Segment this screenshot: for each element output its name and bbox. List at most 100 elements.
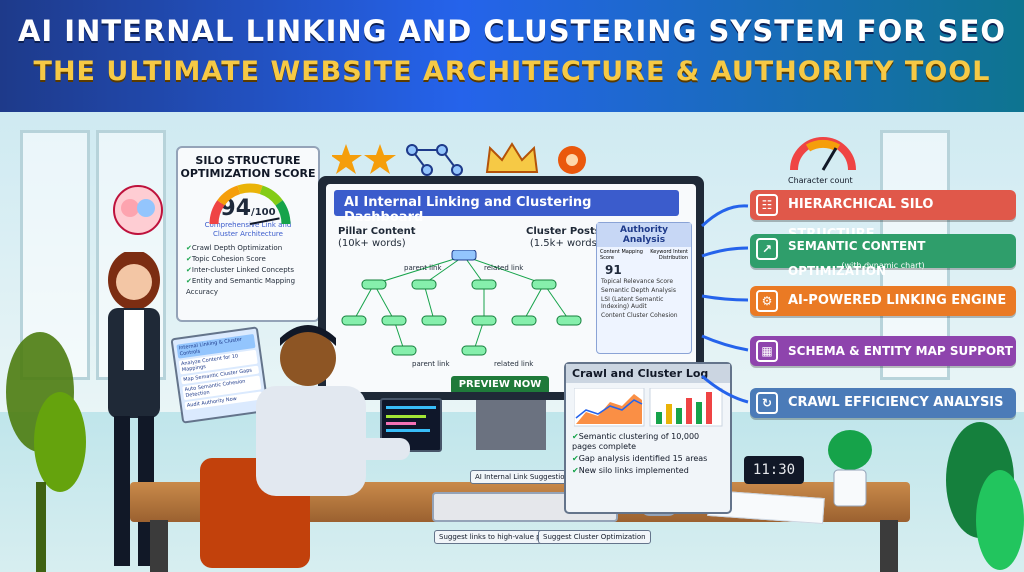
decorative-icon-row [332, 142, 586, 176]
bar [686, 398, 692, 424]
main-subtitle: THE ULTIMATE WEBSITE ARCHITECTURE & AUTH… [33, 56, 991, 87]
bar [696, 402, 702, 424]
crawl-icon: ↻ [756, 392, 778, 414]
feature-pill-schema[interactable]: ▦ SCHEMA & ENTITY MAP SUPPORT [750, 336, 1016, 366]
suggest-links-button[interactable]: Suggest links to high-value pages [434, 530, 563, 544]
man-figure [200, 325, 410, 568]
title-banner: AI INTERNAL LINKING AND CLUSTERING SYSTE… [0, 0, 1024, 112]
log-charts [574, 388, 723, 427]
pillar-label: Pillar Content (10k+ words) [338, 226, 416, 249]
area-chart [576, 394, 642, 424]
score-list-item: Topic Cohesion Score [186, 254, 318, 265]
suggest-cluster-button[interactable]: Suggest Cluster Optimization [538, 530, 651, 544]
score-list: Crawl Depth Optimization Topic Cohesion … [178, 243, 318, 298]
graph-node [411, 279, 437, 290]
main-title: AI INTERNAL LINKING AND CLUSTERING SYSTE… [17, 14, 1007, 48]
hierarchy-icon: ☷ [756, 194, 778, 216]
bar [706, 392, 712, 424]
graph-node [556, 315, 582, 326]
graph-node [471, 279, 497, 290]
feature-pill-semantic[interactable]: ↗ SEMANTIC CONTENT OPTIMIZATION (with dy… [750, 234, 1016, 278]
speed-gauge-icon [790, 137, 856, 171]
gauge-needle [249, 217, 280, 225]
gauge-label: Character count [788, 176, 853, 185]
engine-icon: ⚙ [756, 290, 778, 312]
authority-row: Content Cluster Cohesion [601, 312, 678, 319]
related-link-label: related link [494, 360, 534, 368]
authority-score: 91 [605, 263, 622, 277]
link-graph: parent link related link parent link rel… [341, 250, 582, 368]
graph-node [381, 315, 407, 326]
dashboard-screen: AI Internal Linking and Clustering Dashb… [326, 184, 696, 392]
graph-node [531, 279, 557, 290]
desk-clock: 11:30 [744, 456, 804, 484]
gauge-segment [217, 185, 241, 206]
star-icon [364, 144, 396, 174]
score-list-item: Inter-cluster Linked Concepts [186, 265, 318, 276]
plant-icon [946, 422, 1024, 570]
score-gauge [209, 183, 291, 225]
score-sub-1: Comprehensive Link and [204, 221, 292, 229]
authority-panel: Authority Analysis Content Mapping Score… [596, 222, 692, 354]
authority-row: Topical Relevance Score [601, 278, 674, 285]
woman-figure [108, 252, 160, 566]
graph-node [451, 250, 477, 261]
crown-icon [485, 142, 539, 173]
chart-line-icon: ↗ [756, 238, 778, 260]
parent-link-label: parent link [412, 360, 450, 368]
log-item: New silo links implemented [572, 466, 724, 476]
authority-row: LSI (Latent Semantic Indexing) Audit [601, 296, 664, 310]
gear-icon [558, 146, 586, 174]
feature-pill-silo[interactable]: ☷ HIERARCHICAL SILO STRUCTURE [750, 190, 1016, 242]
brain-icon [113, 185, 163, 235]
authority-title: Authority Analysis [597, 223, 691, 247]
graph-node [361, 279, 387, 290]
monitor-stand [476, 400, 546, 450]
log-item: Semantic clustering of 10,000 pages comp… [572, 432, 724, 452]
crawl-log-panel: Crawl and Cluster Log Semantic clusterin… [564, 362, 732, 514]
log-title: Crawl and Cluster Log [566, 364, 730, 383]
connector-arrows [700, 204, 749, 404]
parent-link-label: parent link [404, 264, 442, 272]
authority-metric: Keyword Intent Distribution [650, 249, 688, 261]
feature-pill-crawl[interactable]: ↻ CRAWL EFFICIENCY ANALYSIS [750, 388, 1016, 418]
dashboard-title: AI Internal Linking and Clustering Dashb… [334, 190, 679, 225]
authority-metric: Content Mapping Score [600, 249, 643, 261]
log-item: Gap analysis identified 15 areas [572, 454, 724, 464]
silo-score-card: SILO STRUCTURE OPTIMIZATION SCORE 94/100… [176, 146, 320, 322]
score-heading-2: OPTIMIZATION SCORE [180, 167, 316, 180]
score-list-item: Crawl Depth Optimization [186, 243, 318, 254]
graph-node [471, 315, 497, 326]
score-heading-1: SILO STRUCTURE [195, 154, 301, 167]
related-link-label: related link [484, 264, 524, 272]
feature-sub: (with dynamic chart) [841, 261, 925, 270]
authority-row: Semantic Depth Analysis [601, 287, 676, 294]
score-list-item: Entity and Semantic Mapping Accuracy [186, 276, 318, 298]
graph-node [511, 315, 537, 326]
desk-leg [150, 520, 168, 572]
plant-icon [6, 332, 86, 572]
graph-node [461, 345, 487, 356]
score-sub-2: Cluster Architecture [213, 230, 283, 238]
graph-node [421, 315, 447, 326]
log-list: Semantic clustering of 10,000 pages comp… [566, 428, 730, 482]
gauge-segment [209, 200, 225, 225]
feature-pill-linking[interactable]: ⚙ AI-POWERED LINKING ENGINE [750, 286, 1016, 316]
graph-node [391, 345, 417, 356]
schema-icon: ▦ [756, 340, 778, 362]
desk-leg [880, 520, 898, 572]
graph-node [341, 315, 367, 326]
gauge-segment [259, 185, 283, 206]
plant-icon [828, 430, 872, 507]
preview-now-button[interactable]: PREVIEW NOW [451, 376, 549, 392]
bar [656, 412, 662, 424]
cluster-label: Cluster Posts (1.5k+ words) [526, 226, 601, 249]
network-icon [406, 144, 463, 176]
bar [676, 408, 682, 424]
gauge-segment [275, 200, 291, 225]
line-chart [575, 399, 643, 419]
star-icon [332, 144, 362, 174]
monitor: AI Internal Linking and Clustering Dashb… [318, 176, 704, 400]
gauge-segment [237, 183, 263, 195]
bar [666, 404, 672, 424]
